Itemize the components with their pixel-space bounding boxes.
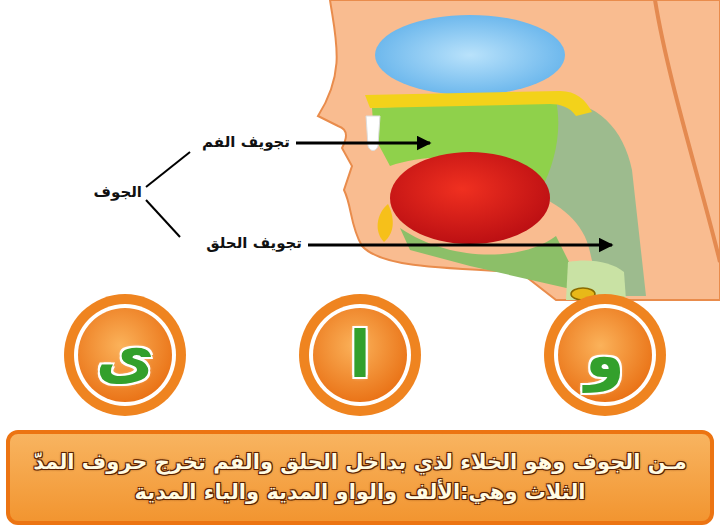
- outer-ring: [64, 294, 186, 416]
- part-label: الجوف: [94, 183, 142, 203]
- upper-tooth: [366, 116, 380, 151]
- white-ring: [74, 304, 176, 406]
- head-skin: [318, 0, 720, 300]
- outer-ring: [299, 294, 421, 416]
- part-label: تجويف الحلق: [206, 234, 302, 254]
- larynx: [566, 260, 626, 300]
- nasal-cavity: [375, 15, 565, 95]
- tongue: [390, 152, 550, 244]
- white-ring: [309, 304, 411, 406]
- description-band: مـن الجوف وهو الخلاء لذي بداخل الحلق وال…: [6, 430, 714, 525]
- neck-back-line: [655, 0, 720, 262]
- letter-text: ا: [349, 323, 371, 387]
- description-text: مـن الجوف وهو الخلاء لذي بداخل الحلق وال…: [10, 444, 710, 511]
- letter-circle: ى: [63, 293, 187, 417]
- inner-disc: [558, 308, 652, 402]
- bracket-line: [146, 152, 190, 187]
- letter-circle: و: [543, 293, 667, 417]
- white-ring: [554, 304, 656, 406]
- inner-disc: [78, 308, 172, 402]
- inner-disc: [313, 308, 407, 402]
- bracket-line: [146, 200, 180, 237]
- outer-ring: [544, 294, 666, 416]
- letter-text: ى: [96, 323, 155, 387]
- letter-text: و: [585, 323, 625, 387]
- lower-tooth: [378, 204, 393, 242]
- throat-arrow: [308, 244, 612, 247]
- letter-circle: ا: [298, 293, 422, 417]
- part-label: تجويف الفم: [202, 133, 290, 153]
- palate: [365, 91, 592, 116]
- mouth-arrow: [296, 142, 430, 145]
